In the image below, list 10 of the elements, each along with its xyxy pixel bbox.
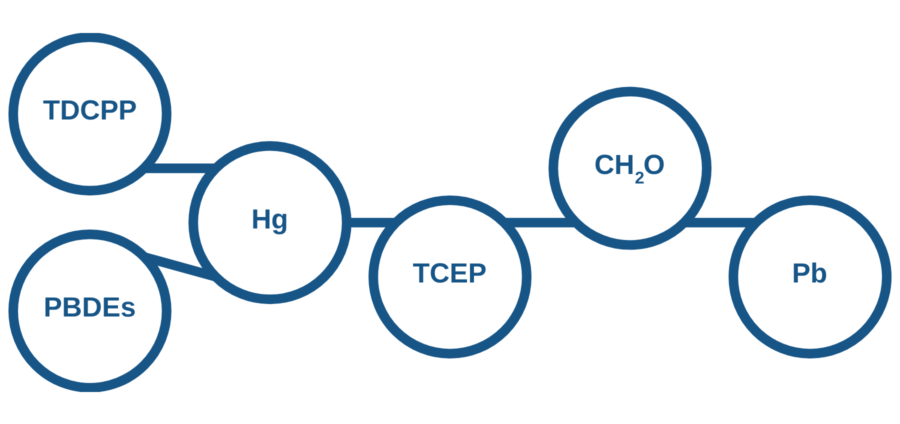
node-circle: CH$_{2}$O — [548, 86, 712, 250]
connector — [142, 252, 218, 282]
node-circle: Hg — [188, 140, 352, 304]
node-circle: TCEP — [368, 194, 532, 358]
node-circle: TDCPP — [8, 32, 172, 195]
node-circle: Pb — [728, 194, 892, 358]
connector — [685, 217, 755, 227]
node-circle: PBDEs — [8, 229, 172, 392]
connector — [145, 163, 215, 173]
connector — [503, 217, 577, 227]
